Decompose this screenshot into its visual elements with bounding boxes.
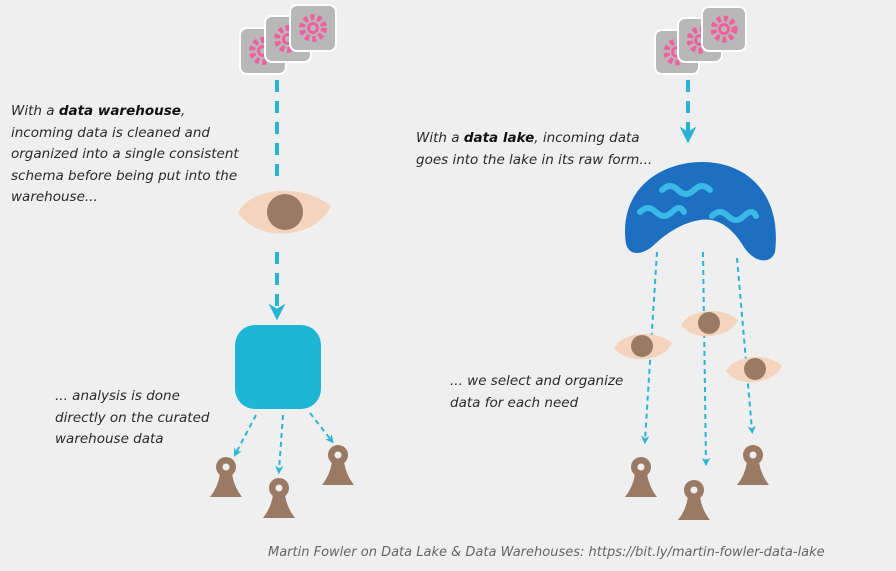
caption-line: goes into the lake in its raw form... xyxy=(416,151,653,168)
caption-line: warehouse data xyxy=(55,431,164,447)
caption-line: With a data lake, incoming data xyxy=(416,128,652,150)
flow-arrow-warehouse-to-person-2 xyxy=(275,414,284,475)
flow-arrow-warehouse-to-person-3 xyxy=(309,412,334,444)
caption-warehouse-analysis: ... analysis is done directly on the cur… xyxy=(55,386,209,451)
caption-text: With a xyxy=(416,130,464,146)
caption-line: schema before being put into the xyxy=(11,167,238,184)
gear-stack-icon-warehouse-source xyxy=(239,4,337,75)
term-data-warehouse: data warehouse xyxy=(58,103,181,119)
caption-line: organized into a single consistent xyxy=(11,146,239,162)
eye-icon-select-1 xyxy=(614,333,672,360)
person-icon-lake-3 xyxy=(737,445,769,485)
rounded-square-icon-warehouse xyxy=(235,325,321,409)
lake-icon xyxy=(625,162,776,261)
gear-stack-icon-lake-source xyxy=(654,6,747,75)
person-icon-warehouse-1 xyxy=(210,457,242,497)
caption-lake-select: ... we select and organize data for each… xyxy=(450,371,623,414)
caption-line: With a data warehouse, xyxy=(11,101,239,123)
caption-line: data for each need xyxy=(450,394,579,411)
source-credit: Martin Fowler on Data Lake & Data Wareho… xyxy=(268,545,825,560)
flow-arrow-lake-to-person-3 xyxy=(736,257,756,435)
caption-line: incoming data is cleaned and xyxy=(11,124,210,141)
caption-warehouse-intro: With a data warehouse, incoming data is … xyxy=(11,101,239,209)
caption-line: directly on the curated xyxy=(55,409,210,426)
flow-arrow-lake-to-person-2 xyxy=(701,251,711,467)
eye-icon-select-3 xyxy=(726,356,782,383)
caption-line: ... analysis is done xyxy=(55,388,180,404)
caption-line: ... we select and organize xyxy=(450,373,624,389)
person-icon-lake-2 xyxy=(678,480,710,520)
caption-line: warehouse... xyxy=(11,189,98,205)
person-icon-lake-1 xyxy=(625,457,657,497)
caption-text: With a xyxy=(11,103,59,119)
caption-text: , incoming data xyxy=(534,130,640,146)
eye-icon-select-2 xyxy=(681,310,738,337)
person-icon-warehouse-3 xyxy=(322,445,354,485)
flow-arrow-warehouse-to-person-1 xyxy=(234,414,257,457)
term-data-lake: data lake xyxy=(463,130,535,146)
caption-text: , xyxy=(180,103,186,119)
eye-icon-cleaning xyxy=(238,190,331,234)
caption-lake-intro: With a data lake, incoming data goes int… xyxy=(416,128,652,171)
person-icon-warehouse-2 xyxy=(263,478,295,518)
